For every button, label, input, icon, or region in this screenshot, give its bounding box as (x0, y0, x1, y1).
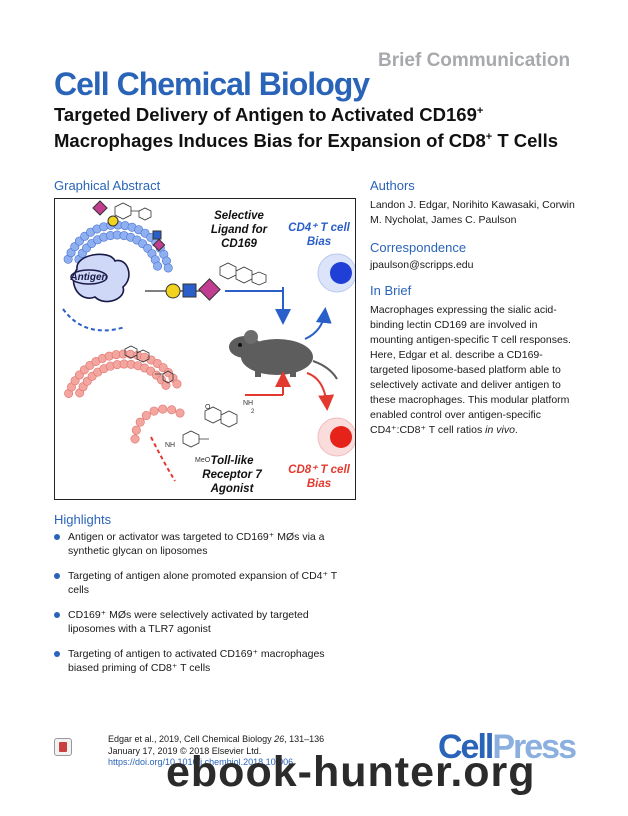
authors-heading: Authors (370, 178, 415, 193)
sialic-acid-diamond-small (92, 200, 108, 216)
sialic-acid-diamond-small-2 (152, 238, 166, 252)
graphical-abstract: O NH 2 NH MeO Selective Ligand for CD169… (54, 198, 356, 500)
check-for-updates-icon[interactable] (54, 738, 72, 756)
svg-text:2: 2 (251, 409, 255, 415)
chemical-structure-ligand (219, 262, 267, 286)
mouse-illustration (229, 330, 338, 380)
chemical-structure-top (114, 202, 152, 221)
highlight-item: CD169⁺ MØs were selectively activated by… (54, 608, 354, 636)
tlr7-label: Toll-like Receptor 7 Agonist (202, 455, 262, 495)
bullet-icon (54, 573, 60, 579)
correspondence-heading: Correspondence (370, 240, 467, 255)
cd4-t-cell-nucleus (330, 262, 352, 284)
authors-list: Landon J. Edgar, Norihito Kawasaki, Corw… (370, 199, 575, 226)
chemical-structure-tlr7-agonist (182, 406, 238, 448)
article-title: Targeted Delivery of Antigen to Activate… (54, 104, 559, 152)
liposome-membrane-dashed (62, 308, 126, 332)
svg-text:MeO: MeO (195, 457, 211, 464)
galactose-circle (165, 283, 181, 299)
glcnac-square (182, 283, 197, 298)
cd4-bias-label: CD4⁺ T cell Bias (288, 222, 350, 248)
bullet-icon (54, 651, 60, 657)
in-brief-heading: In Brief (370, 283, 412, 298)
highlight-item: Antigen or activator was targeted to CD1… (54, 530, 354, 558)
correspondence-email[interactable]: jpaulson@scripps.edu (370, 259, 474, 271)
lipid-bead (167, 405, 177, 415)
highlight-item: Targeting of antigen to activated CD169⁺… (54, 647, 354, 675)
graphical-abstract-heading: Graphical Abstract (54, 178, 161, 193)
lipid-bead (172, 379, 182, 389)
lipid-bead (149, 406, 159, 416)
antigen-label-bubble (70, 269, 108, 285)
journal-name: Cell Chemical Biology (54, 66, 370, 102)
cd8-liposome (64, 349, 185, 444)
cellpress-logo: CellPress (438, 728, 577, 766)
red-arrow-to-cd8 (306, 372, 335, 411)
glcnac-square-small (152, 230, 162, 240)
cd8-bias-label: CD8⁺ T cell Bias (288, 464, 350, 490)
lipid-bead (130, 434, 140, 444)
galactose-circle-small (107, 215, 119, 227)
watermark: ebook-hunter.org (166, 748, 536, 796)
chemical-structure-tlr7-top (124, 345, 174, 384)
graphical-abstract-figure: O NH 2 NH MeO (62, 200, 355, 482)
svg-text:NH: NH (165, 442, 175, 449)
doi-link[interactable]: https://doi.org/10.1016/j.chembiol.2018.… (108, 757, 294, 767)
lipid-bead (175, 408, 185, 418)
lipid-bead (163, 263, 173, 273)
lipid-bead (135, 417, 145, 427)
ligand-label: Selective Ligand for CD169 (210, 210, 268, 250)
bullet-icon (54, 612, 60, 618)
lipid-bead (141, 411, 151, 421)
antigen-label: Antigen (70, 272, 108, 283)
svg-text:NH: NH (243, 400, 253, 407)
article-type: Brief Communication (378, 50, 571, 71)
highlight-item: Targeting of antigen alone promoted expa… (54, 569, 354, 597)
sialic-acid-diamond (198, 278, 221, 301)
lipid-bead (131, 425, 141, 435)
svg-text:O: O (205, 404, 211, 411)
bullet-icon (54, 534, 60, 540)
blue-arrow-to-cd4 (304, 307, 332, 340)
lipid-bead (153, 261, 163, 271)
lipid-bead (158, 404, 168, 414)
in-brief-text: Macrophages expressing the sialic acid-b… (370, 304, 571, 436)
cd8-t-cell-nucleus (330, 426, 352, 448)
citation: Edgar et al., 2019, Cell Chemical Biolog… (108, 734, 325, 767)
highlights-list: Antigen or activator was targeted to CD1… (54, 530, 354, 686)
highlights-heading: Highlights (54, 512, 112, 527)
